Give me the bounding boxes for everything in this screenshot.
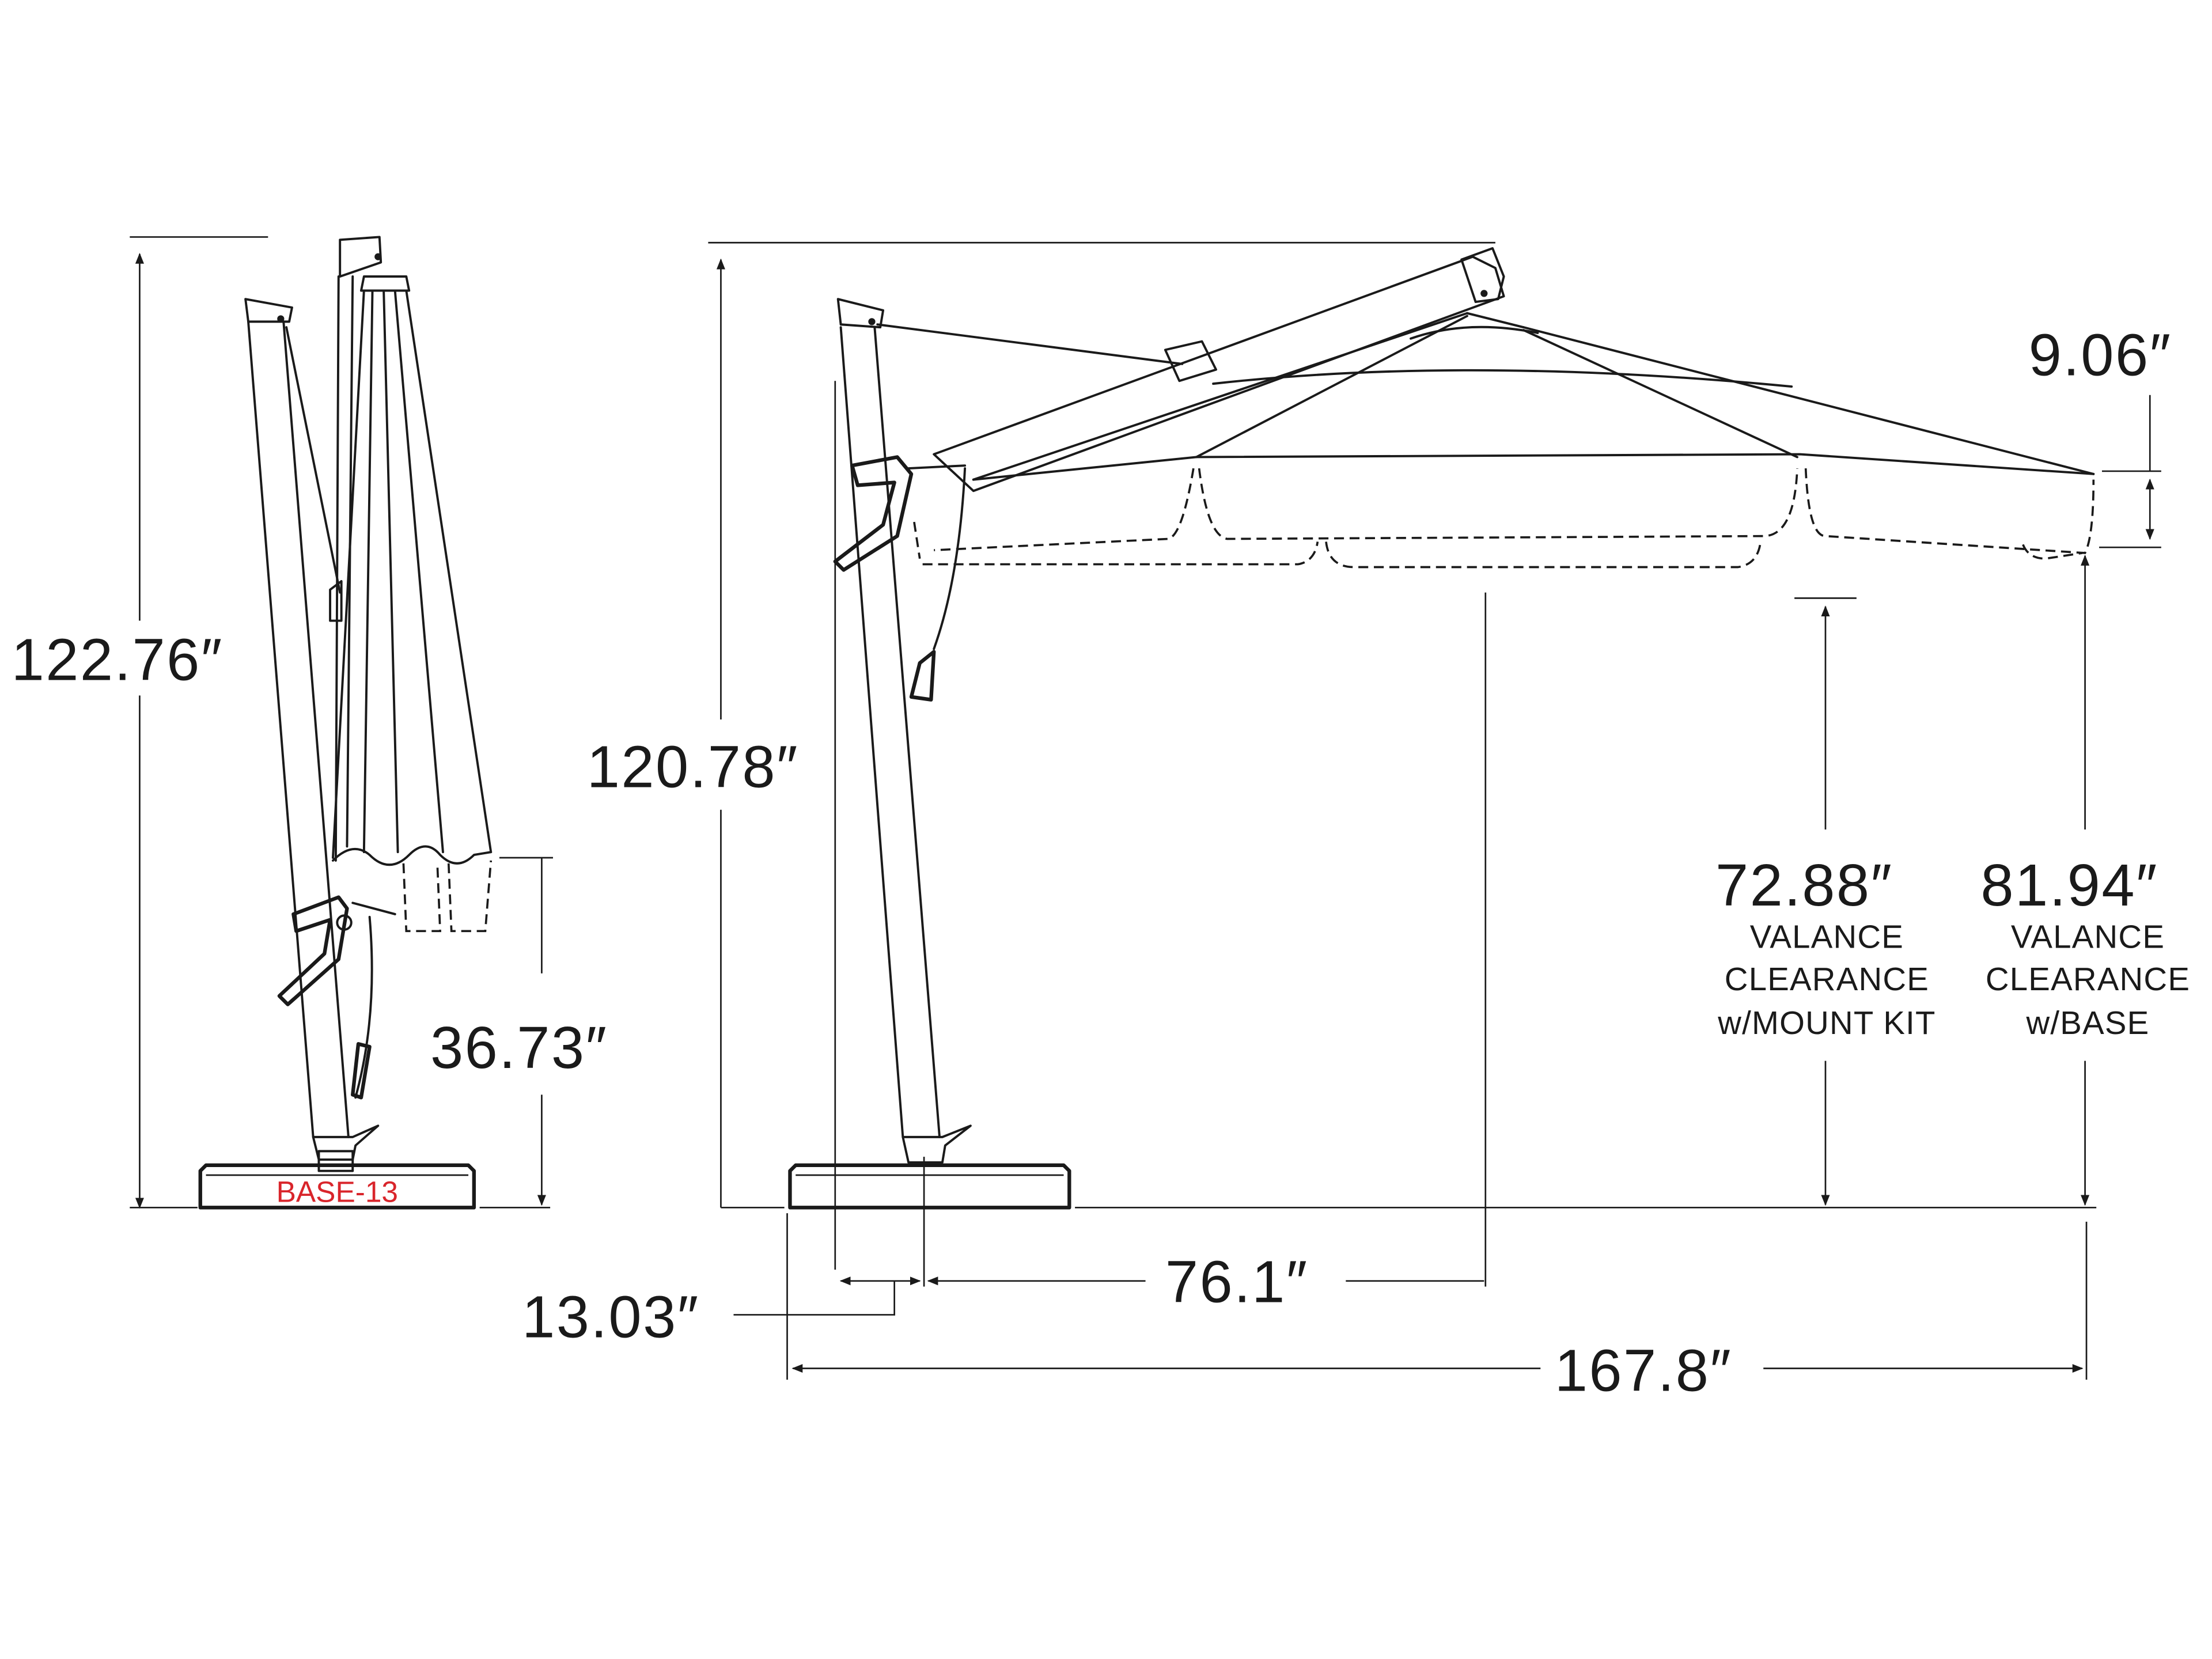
pole-edge	[839, 326, 904, 1138]
overall-width-label: 167.8″	[1555, 1338, 1732, 1404]
canopy-hub	[359, 275, 411, 292]
tilt-lever	[933, 467, 967, 650]
clearance-base-line1: VALANCE	[2011, 919, 2165, 955]
crank-handle	[277, 895, 349, 1006]
canopy-edge	[1522, 326, 2095, 475]
cantilever-arm	[933, 255, 1505, 493]
valance-fold	[402, 863, 441, 933]
pole-edge	[873, 326, 941, 1138]
pole-offset-label: 13.03″	[522, 1284, 699, 1350]
canopy-rib	[362, 289, 374, 854]
pole-cap	[836, 298, 885, 329]
swivel-collar	[317, 1150, 354, 1172]
canopy-rib	[1522, 329, 1798, 459]
crank-handle	[833, 455, 914, 572]
pole-edge	[282, 320, 350, 1138]
canopy-seam	[1212, 369, 1793, 388]
base	[788, 1163, 1071, 1210]
swivel-joint	[312, 1124, 380, 1161]
base-label: BASE-13	[276, 1175, 398, 1209]
dim-leader-13	[733, 1281, 895, 1316]
closed-canopy-clearance-label: 36.73″	[430, 1014, 608, 1081]
canopy-rib	[332, 289, 365, 859]
clearance-mount-kit-line2: CLEARANCE	[1725, 961, 1929, 997]
crank-arm	[907, 464, 967, 470]
tilt-lever	[354, 915, 373, 1099]
crank-arm	[351, 902, 396, 915]
open-umbrella-view: 120.78″	[522, 241, 2190, 1404]
valance-depth-label: 9.06″	[2029, 321, 2172, 388]
valance-outline	[934, 468, 2095, 554]
clearance-base-value: 81.94″	[1980, 852, 2158, 918]
canopy-scallop	[332, 845, 493, 866]
valance-fold	[447, 860, 493, 933]
arm-head	[1460, 247, 1505, 304]
canopy-crown	[1465, 312, 1525, 329]
closed-umbrella-view: 122.76″ BASE-13	[12, 236, 608, 1210]
pole-edge	[247, 320, 315, 1138]
valance-outline-lower	[922, 541, 2082, 569]
tilt-grip	[909, 650, 936, 702]
pole-to-center-label: 76.1″	[1165, 1248, 1309, 1315]
closed-overall-height-label: 122.76″	[12, 626, 224, 692]
pole-cap-left	[244, 298, 293, 323]
canopy-rib	[1410, 325, 1539, 340]
tilt-grip	[351, 1042, 372, 1100]
canopy-edge	[972, 312, 1468, 481]
brace	[285, 326, 342, 594]
clearance-mount-kit-value: 72.88″	[1715, 852, 1893, 918]
canopy-rib	[382, 289, 399, 854]
base-13	[198, 1163, 476, 1210]
canopy-rib	[393, 289, 444, 854]
arm-slider	[1164, 340, 1217, 382]
mast-edge	[334, 275, 340, 862]
clearance-base-line2: CLEARANCE	[1986, 961, 2190, 997]
canopy-hem	[972, 453, 2095, 481]
tension-cable	[876, 323, 1184, 365]
valance-outline	[913, 521, 921, 559]
clearance-mount-kit-line1: VALANCE	[1750, 919, 1904, 955]
canopy-rib	[1195, 315, 1468, 459]
canopy-rib	[405, 289, 493, 854]
pole-height-label: 120.78″	[587, 734, 799, 800]
clearance-mount-kit-line3: w/MOUNT KIT	[1717, 1005, 1936, 1041]
clearance-base-line3: w/BASE	[2026, 1005, 2150, 1041]
mast-cap	[339, 236, 382, 278]
swivel-joint	[902, 1124, 972, 1164]
